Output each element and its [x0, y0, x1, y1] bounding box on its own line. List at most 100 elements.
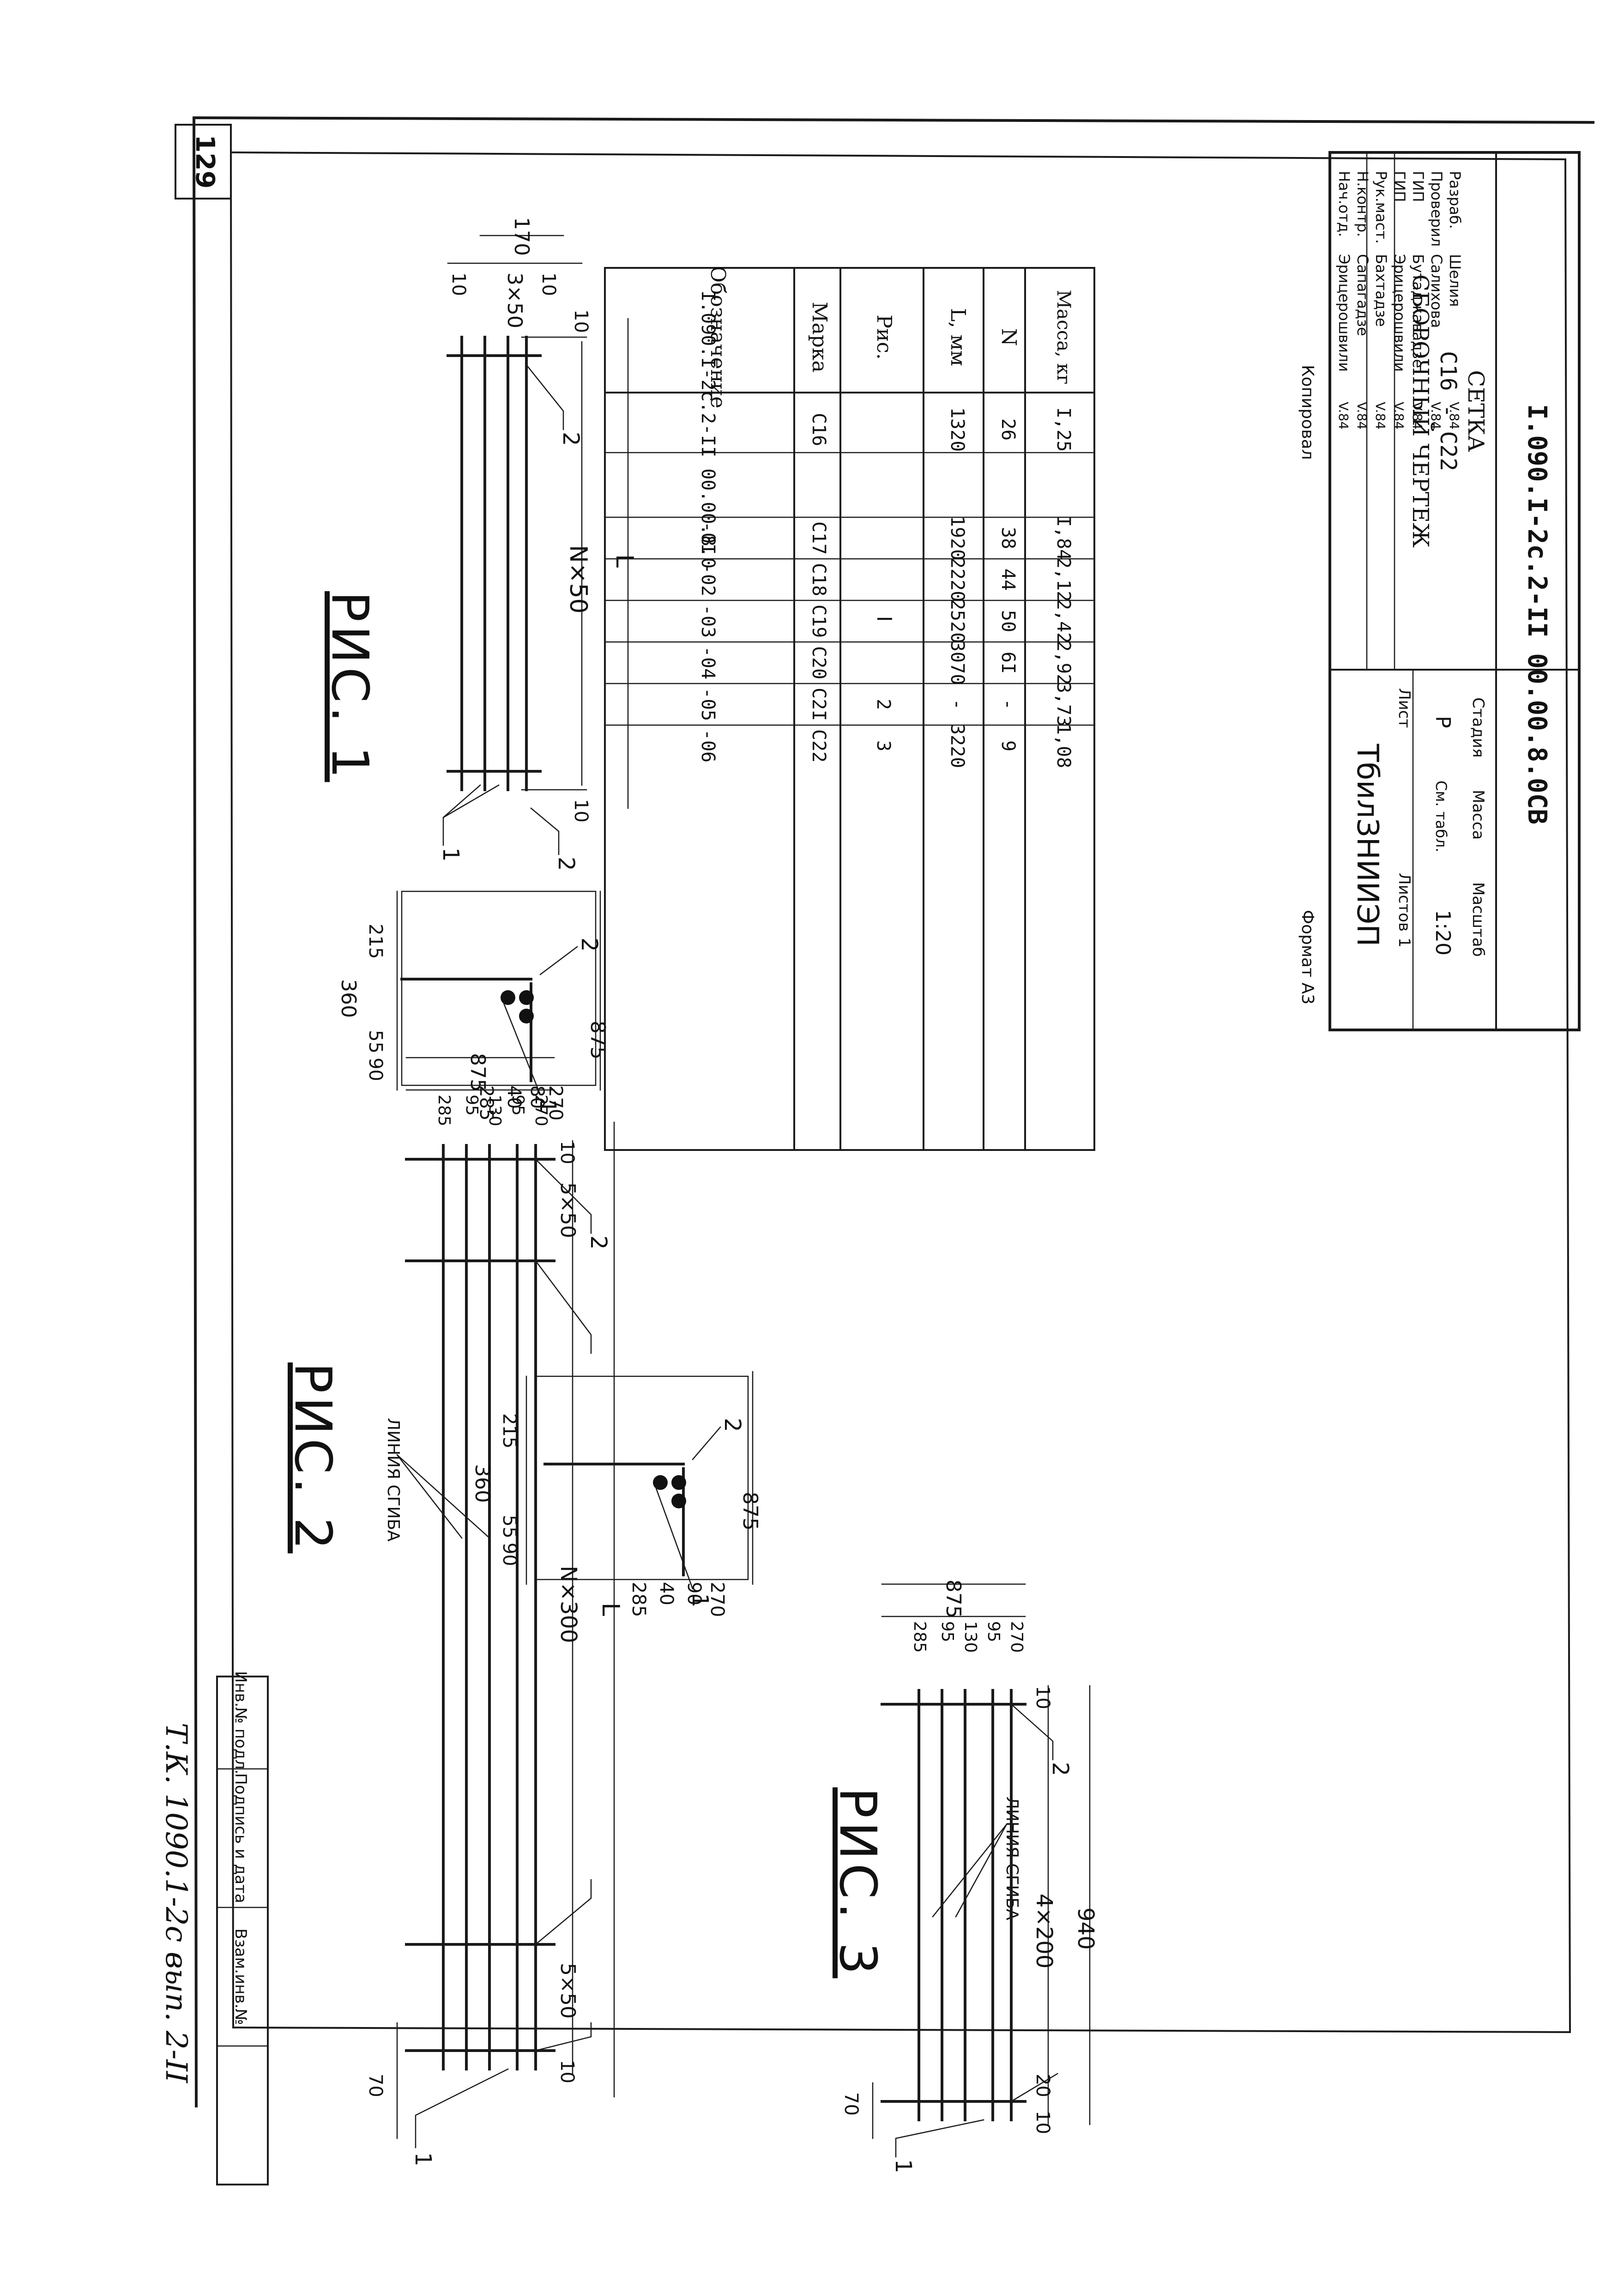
row-length: 2220	[947, 557, 968, 602]
fig1-end-right: 10	[570, 309, 592, 333]
sig-name-3: Бахтадзе	[1372, 254, 1390, 327]
row-length: -	[947, 699, 968, 710]
sect2-callout-1: 1	[687, 1593, 713, 1608]
sect1-total: 875	[586, 1021, 610, 1059]
row-mass: I,84	[1053, 516, 1074, 560]
row-n: 9	[997, 740, 1019, 751]
row-suffix: -04	[697, 646, 718, 679]
row-n: 50	[997, 610, 1019, 632]
table-row: -06 С22 3 3220 9 1,08	[697, 724, 1074, 768]
row-mark: С22	[808, 729, 829, 763]
fig3-pitch: 4×200	[1031, 1894, 1057, 1968]
section2: 875 90 270 40 285 215 55 90 360 2 1	[471, 1371, 762, 1617]
fig1-edge-right: 10	[448, 272, 469, 296]
sig-date-2: V.84	[1354, 402, 1370, 430]
sig-name-4: Эрицерошвили	[1391, 254, 1408, 372]
sect1-callout-2: 2	[576, 938, 602, 952]
stage-value: Р	[1431, 716, 1455, 728]
fig3-callout-2: 2	[1047, 1762, 1073, 1776]
row-mark: С17	[808, 521, 829, 555]
fig3-total-len: 940	[1073, 1907, 1099, 1950]
th-n: N	[997, 328, 1020, 346]
sect2-d1: 90	[683, 1582, 705, 1605]
fig1-edge-left: 10	[538, 272, 559, 296]
sig-date-5: V.84	[1410, 402, 1425, 430]
page-number-box: 129	[175, 124, 232, 200]
row-mark: С20	[808, 646, 829, 679]
fig2-d1: 270	[531, 1095, 550, 1126]
handwritten-note: Т.К. 1090.1-2с вып. 2-II	[159, 1723, 193, 2084]
fig3-d4: 95	[938, 1621, 957, 1642]
fig3-d1: 270	[1007, 1621, 1026, 1653]
designation: I.090.I-2c.2-II 00.00.8.0	[697, 291, 718, 569]
sig-name-5: Бутаджавадзе	[1409, 254, 1427, 368]
fig1-pitch: N×50	[564, 545, 592, 614]
table-row: -03 С19 2520 50 2,42	[697, 599, 1074, 643]
mass-value: См. табл.	[1432, 781, 1450, 852]
fig2: РИС. 2 ЛИНИЯ СГИБА N×300 L 5×50 5×50 10	[284, 1053, 624, 2167]
sig-name-6: Салихова	[1428, 254, 1445, 328]
sig-date-4: V.84	[1391, 402, 1407, 430]
sig-date-6: V.84	[1428, 402, 1443, 430]
spec-table: Обозначение Марка Рис. L, мм N Масса, кг…	[604, 266, 1095, 1151]
sect1-d1: 80	[526, 1085, 548, 1109]
th-fig: Рис.	[872, 315, 896, 360]
sig-role-4: ГИП	[1391, 171, 1408, 202]
fig1-title: РИС. 1	[320, 591, 380, 782]
row-mass: 3,73	[1053, 682, 1074, 726]
sheet-label: Лист	[1395, 688, 1413, 728]
fig2-callout-2: 2	[586, 1235, 611, 1250]
sheets-value: 1	[1395, 938, 1413, 948]
row-length: 1320	[947, 407, 968, 452]
sect1-h-total: 360	[337, 979, 360, 1018]
th-mass: Масса, кг	[1053, 290, 1074, 385]
table-row: -0I С17 1920 38 I,84	[697, 516, 1074, 560]
row-mark: С16	[808, 413, 829, 446]
fig1-callout-2b: 2	[558, 432, 584, 446]
row-mass: 2,42	[1053, 599, 1074, 643]
row-n: -	[997, 699, 1019, 710]
sect2-total: 875	[738, 1492, 762, 1531]
rotated-drawing: РИС. 1 N×50 L 10 10 170 3×50 10 10	[159, 151, 1581, 2185]
sect2-h-total: 360	[471, 1464, 494, 1503]
fig1-length: L	[610, 554, 638, 568]
strip-cell-3: Взам.инв.№	[231, 1928, 250, 2025]
row-length: 1920	[947, 516, 968, 560]
fig1-width: 170	[510, 217, 533, 256]
bottom-strip: Инв.№ подл. Подпись и дата Взам.инв.№ Т.…	[159, 1671, 269, 2185]
sect1-h1: 215	[365, 924, 386, 959]
drawing-type: СБОРОЧНЫЙ ЧЕРТЕЖ	[1407, 274, 1435, 548]
product-title: СЕТКА	[1463, 370, 1489, 452]
fig3-d3: 130	[961, 1621, 980, 1653]
sect2-callout-2: 2	[719, 1418, 745, 1432]
fig1: РИС. 1 N×50 L 10 10 170 3×50 10 10	[320, 217, 638, 871]
row-suffix: -0I	[697, 521, 718, 555]
table-row: С16 1320 26 I,25	[808, 407, 1074, 452]
sig-role-1: Нач.отд.	[1335, 171, 1353, 237]
organization: ТбилЗНИИЭП	[1350, 744, 1384, 947]
sheet-border	[192, 116, 1595, 2108]
row-mass: 2,92	[1053, 641, 1074, 685]
row-n: 26	[997, 418, 1019, 441]
row-length: 3220	[947, 724, 968, 768]
fig2-edge: 70	[365, 2074, 386, 2097]
fig1-spacing: 3×50	[503, 272, 526, 328]
mass-header: Масса	[1469, 790, 1487, 840]
sig-date-1: V.84	[1336, 402, 1351, 430]
sect2-d3: 40	[656, 1582, 677, 1605]
sig-name-1: Эрицерошвили	[1335, 254, 1353, 372]
fig2-title: РИС. 2	[284, 1362, 343, 1553]
fig2-d3: 130	[485, 1095, 504, 1126]
row-suffix: -06	[697, 729, 718, 763]
row-fig: 3	[873, 740, 894, 751]
row-mass: 2,12	[1053, 557, 1074, 602]
fig2-callout-1: 1	[410, 2152, 436, 2167]
fig2-bend-line: ЛИНИЯ СГИБА	[384, 1418, 403, 1542]
title-block: I.090.I-2c.2-II 00.00.8.0CB СЕТКА С16 - …	[1298, 151, 1581, 1031]
sect2-d2: 270	[706, 1582, 728, 1617]
row-suffix: -05	[697, 688, 718, 721]
page-number: 129	[190, 135, 220, 189]
sect1-callout-1: 1	[535, 1099, 561, 1114]
table-row: -05 С2I 2 - - 3,73	[697, 682, 1074, 726]
